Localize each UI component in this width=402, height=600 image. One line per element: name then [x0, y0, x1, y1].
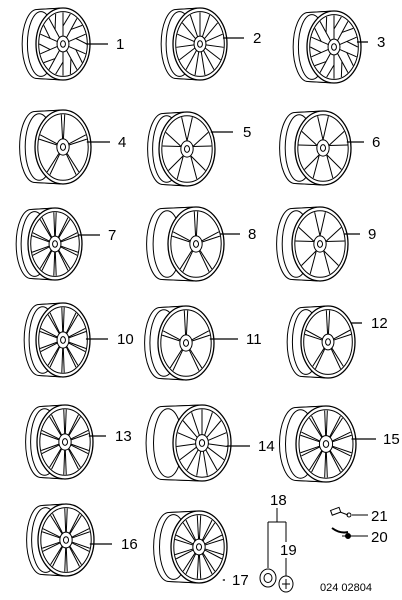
callout-8: 8	[248, 226, 256, 243]
callout-7: 7	[108, 227, 116, 244]
wheel-rim-9	[276, 206, 360, 282]
callout-5: 5	[243, 124, 251, 141]
wheel-rim-13	[25, 404, 106, 480]
wheel-rim-6	[279, 110, 364, 186]
callout-17: 17	[232, 572, 249, 589]
callout-2: 2	[253, 30, 261, 47]
callout-10: 10	[117, 331, 134, 348]
callout-3: 3	[377, 34, 385, 51]
wheel-rim-7	[15, 207, 100, 281]
callout-6: 6	[372, 134, 380, 151]
wheel-rim-12	[286, 305, 362, 379]
wheel-rim-14	[145, 404, 250, 482]
callout-15: 15	[383, 431, 400, 448]
wheel-rim-11	[144, 305, 238, 381]
callout-21: 21	[371, 508, 388, 525]
wheel-rim-2	[160, 7, 244, 81]
wheel-rim-17	[153, 510, 228, 584]
callout-1: 1	[116, 36, 124, 53]
drawing-code: 024 02804	[320, 582, 372, 594]
callout-4: 4	[118, 134, 126, 151]
callout-19: 19	[280, 542, 297, 559]
callout-11: 11	[246, 331, 262, 348]
wheel-rim-5	[147, 111, 233, 187]
callout-18: 18	[270, 492, 287, 509]
wheel-rim-16	[26, 503, 112, 577]
wheel-rim-3	[292, 10, 368, 84]
callout-16: 16	[121, 536, 138, 553]
callout-13: 13	[115, 428, 132, 445]
center-cap-icon	[259, 568, 277, 588]
callout-12: 12	[371, 315, 388, 332]
balance-weight	[331, 527, 368, 539]
callout-20: 20	[371, 529, 388, 546]
tire-valve	[329, 506, 368, 518]
center-cap-and-emblem	[259, 508, 294, 593]
callout-14: 14	[258, 438, 275, 455]
small-parts: 18 19 20 21	[259, 492, 388, 593]
wheel-rim-10	[23, 302, 108, 378]
wheel-rim-4	[19, 109, 110, 185]
callout-9: 9	[368, 226, 376, 243]
wheel-rim-15	[279, 405, 376, 483]
wheel-rim-1	[21, 7, 108, 81]
wheel-rim-8	[146, 206, 240, 282]
